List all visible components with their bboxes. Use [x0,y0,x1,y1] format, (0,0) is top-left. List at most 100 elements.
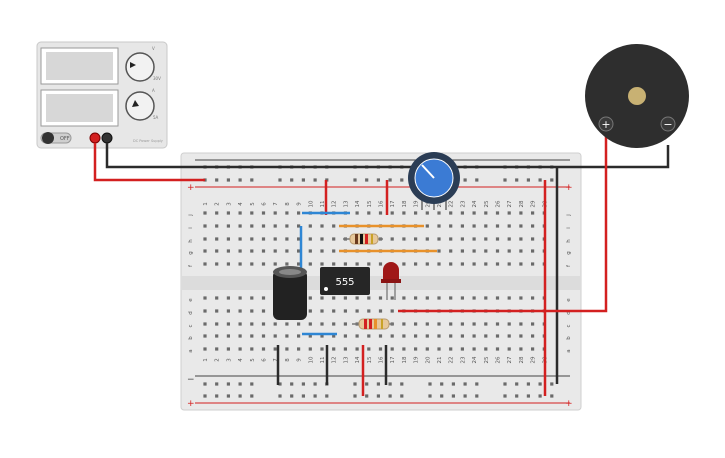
ic-555[interactable]: 555 [320,267,370,295]
terminal-hole[interactable] [367,347,371,351]
terminal-hole[interactable] [414,322,418,326]
terminal-hole[interactable] [238,237,242,241]
terminal-hole[interactable] [308,309,312,313]
terminal-hole[interactable] [531,237,535,241]
rail-hole[interactable] [526,382,530,386]
terminal-hole[interactable] [250,249,254,253]
terminal-hole[interactable] [261,334,266,338]
rail-hole[interactable] [313,382,317,386]
voltage-knob[interactable] [125,52,155,82]
terminal-hole[interactable] [320,262,324,266]
rail-hole[interactable] [400,394,404,398]
terminal-hole[interactable] [215,334,219,338]
rail-hole[interactable] [428,394,432,398]
rail-hole[interactable] [215,394,219,398]
piezo-buzzer[interactable]: + − [585,44,689,148]
rail-hole[interactable] [353,394,357,398]
terminal-hole[interactable] [484,262,488,266]
terminal-hole[interactable] [378,296,383,300]
terminal-hole[interactable] [495,224,500,228]
terminal-hole[interactable] [238,296,242,300]
terminal-hole[interactable] [250,334,254,338]
terminal-hole[interactable] [285,347,289,351]
terminal-hole[interactable] [250,296,254,300]
rail-hole[interactable] [278,178,282,182]
terminal-hole[interactable] [531,262,535,266]
terminal-hole[interactable] [495,237,500,241]
terminal-hole[interactable] [449,224,453,228]
terminal-hole[interactable] [320,322,324,326]
terminal-hole[interactable] [273,334,277,338]
terminal-hole[interactable] [519,347,523,351]
rail-hole[interactable] [353,382,357,386]
terminal-hole[interactable] [343,322,347,326]
terminal-hole[interactable] [261,262,266,266]
rail-hole[interactable] [290,382,294,386]
terminal-hole[interactable] [402,262,406,266]
terminal-hole[interactable] [414,347,418,351]
rail-hole[interactable] [538,178,542,182]
terminal-hole[interactable] [460,249,464,253]
terminal-hole[interactable] [390,309,394,313]
terminal-hole[interactable] [203,309,207,313]
terminal-hole[interactable] [297,334,301,338]
rail-hole[interactable] [290,394,294,398]
terminal-hole[interactable] [414,262,418,266]
terminal-hole[interactable] [437,347,441,351]
terminal-hole[interactable] [402,334,406,338]
rail-hole[interactable] [250,178,254,182]
terminal-hole[interactable] [484,224,488,228]
terminal-hole[interactable] [332,237,336,241]
terminal-hole[interactable] [531,334,535,338]
terminal-hole[interactable] [320,309,324,313]
terminal-hole[interactable] [308,334,312,338]
terminal-hole[interactable] [367,309,371,313]
terminal-hole[interactable] [285,249,289,253]
wire-supply-minus[interactable] [105,143,670,169]
terminal-hole[interactable] [460,224,464,228]
electrolytic-capacitor[interactable] [273,266,307,320]
terminal-hole[interactable] [425,224,429,228]
terminal-hole[interactable] [332,309,336,313]
terminal-hole[interactable] [285,237,289,241]
terminal-hole[interactable] [484,334,488,338]
wire-supply-plus[interactable] [93,143,205,182]
terminal-hole[interactable] [332,296,336,300]
rail-hole[interactable] [428,382,432,386]
terminal-hole[interactable] [425,347,429,351]
terminal-hole[interactable] [250,322,254,326]
terminal-hole[interactable] [507,237,511,241]
rail-hole[interactable] [313,178,317,182]
rail-hole[interactable] [365,394,369,398]
rail-hole[interactable] [550,178,554,182]
rail-hole[interactable] [451,382,455,386]
rail-hole[interactable] [388,382,392,386]
rail-hole[interactable] [515,394,519,398]
rail-hole[interactable] [278,382,282,386]
terminal-hole[interactable] [437,237,441,241]
terminal-hole[interactable] [215,309,219,313]
terminal-hole[interactable] [425,296,429,300]
terminal-hole[interactable] [203,334,207,338]
terminal-hole[interactable] [449,334,453,338]
rail-hole[interactable] [376,178,380,182]
terminal-hole[interactable] [507,224,511,228]
terminal-hole[interactable] [226,334,230,338]
rail-hole[interactable] [463,394,467,398]
rail-hole[interactable] [388,178,392,182]
rail-hole[interactable] [290,178,294,182]
terminal-hole[interactable] [261,347,266,351]
rail-hole[interactable] [376,382,380,386]
terminal-hole[interactable] [297,347,301,351]
terminal-hole[interactable] [355,262,359,266]
terminal-hole[interactable] [390,347,394,351]
terminal-hole[interactable] [495,249,500,253]
terminal-hole[interactable] [238,211,242,215]
terminal-hole[interactable] [437,224,441,228]
terminal-hole[interactable] [531,249,535,253]
terminal-hole[interactable] [320,237,324,241]
terminal-hole[interactable] [203,249,207,253]
terminal-hole[interactable] [320,224,324,228]
terminal-hole[interactable] [449,296,453,300]
terminal-hole[interactable] [507,347,511,351]
